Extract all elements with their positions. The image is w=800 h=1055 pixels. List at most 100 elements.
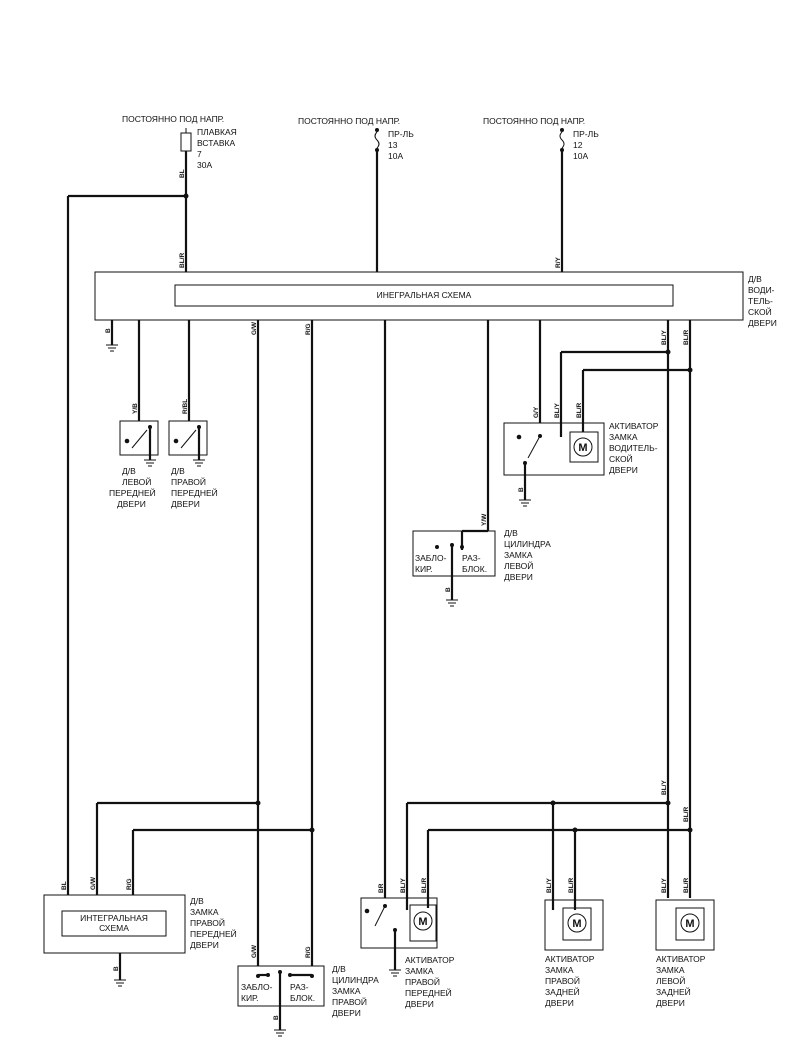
svg-text:Y/W: Y/W	[481, 513, 488, 526]
svg-text:B: B	[113, 966, 120, 971]
svg-text:10A: 10A	[573, 151, 588, 161]
svg-text:КИР.: КИР.	[241, 993, 259, 1003]
svg-text:Д/В: Д/В	[190, 896, 204, 906]
svg-text:13: 13	[388, 140, 398, 150]
ground-driver-unit: B	[105, 320, 118, 352]
supply-label-2: ПОСТОЯННО ПОД НАПР.	[298, 116, 400, 126]
svg-text:BL: BL	[61, 881, 68, 890]
svg-text:Д/В: Д/В	[504, 528, 518, 538]
svg-text:ЗАМКА: ЗАМКА	[190, 907, 219, 917]
svg-text:ПЛАВКАЯ: ПЛАВКАЯ	[197, 127, 237, 137]
left-rear-actuator: BL/Y BL/R M АКТИВАТОР ЗАМКА ЛЕВОЙ ЗАДНЕЙ…	[655, 878, 715, 1008]
svg-text:30A: 30A	[197, 160, 212, 170]
svg-text:B: B	[105, 328, 112, 333]
svg-text:BL/R: BL/R	[421, 878, 428, 893]
r-g-wire: R/G	[131, 320, 315, 975]
motor-icon: M	[418, 916, 427, 928]
svg-text:БЛОК.: БЛОК.	[462, 564, 487, 574]
right-rear-actuator: BL/Y BL/R M АКТИВАТОР ЗАМКА ПРАВОЙ ЗАДНЕ…	[544, 803, 604, 1008]
integral-circuit-small-label: ИНТЕГРАЛЬНАЯ	[80, 913, 148, 923]
svg-text:СКОЙ: СКОЙ	[609, 453, 633, 464]
svg-text:7: 7	[197, 149, 202, 159]
svg-text:R/Y: R/Y	[555, 257, 562, 269]
right-door-cylinder-switch: G/W R/G ЗАБЛО- КИР. РАЗ- БЛОК. B Д/В ЦИЛ…	[237, 944, 379, 1037]
svg-text:ВОДИ-: ВОДИ-	[748, 285, 775, 295]
svg-text:ЗАМКА: ЗАМКА	[405, 966, 434, 976]
svg-text:ЗАБЛО-: ЗАБЛО-	[415, 553, 447, 563]
svg-text:ПЕРЕДНЕЙ: ПЕРЕДНЕЙ	[190, 928, 237, 939]
driver-door-unit: ИНЕГРАЛЬНАЯ СХЕМА Д/В ВОДИ- ТЕЛЬ- СКОЙ Д…	[94, 271, 777, 328]
svg-text:ДВЕРИ: ДВЕРИ	[748, 318, 777, 328]
left-front-switch: Y/B Д/В ЛЕВОЙ ПЕРЕДНЕЙ ДВЕРИ	[109, 320, 159, 509]
driver-actuator-unit: G/Y B M BL/Y BL/R АКТИВАТОР ЗАМКА ВОДИТЕ…	[503, 320, 690, 507]
svg-text:АКТИВАТОР: АКТИВАТОР	[405, 955, 455, 965]
svg-text:R/G: R/G	[305, 946, 312, 958]
svg-text:ПР-ЛЬ: ПР-ЛЬ	[573, 129, 599, 139]
svg-text:РАЗ-: РАЗ-	[290, 982, 309, 992]
svg-text:Д/В: Д/В	[332, 964, 346, 974]
svg-text:БЛОК.: БЛОК.	[290, 993, 315, 1003]
svg-text:ПРАВОЙ: ПРАВОЙ	[405, 976, 440, 987]
svg-text:BL/R: BL/R	[683, 330, 690, 345]
motor-icon: M	[572, 918, 581, 930]
svg-text:ДВЕРИ: ДВЕРИ	[609, 465, 638, 475]
svg-text:B: B	[273, 1015, 280, 1020]
svg-text:АКТИВАТОР: АКТИВАТОР	[609, 421, 659, 431]
svg-text:АКТИВАТОР: АКТИВАТОР	[656, 954, 706, 964]
g-w-wire: G/W	[95, 320, 261, 975]
svg-text:ДВЕРИ: ДВЕРИ	[332, 1008, 361, 1018]
svg-text:G/W: G/W	[90, 876, 97, 890]
svg-text:BL/R: BL/R	[179, 253, 186, 268]
svg-text:BL/Y: BL/Y	[661, 878, 668, 893]
svg-text:Д/В: Д/В	[171, 466, 185, 476]
integral-circuit-label: ИНЕГРАЛЬНАЯ СХЕМА	[377, 290, 472, 300]
right-front-lock-unit: ИНТЕГРАЛЬНАЯ СХЕМА BL G/W R/G B Д/В ЗАМК…	[43, 876, 237, 987]
svg-text:BL/Y: BL/Y	[546, 878, 553, 893]
svg-text:ДВЕРИ: ДВЕРИ	[117, 499, 146, 509]
bl-y-bl-r-trunk: BL/Y BL/R BL/Y BL/R	[407, 320, 693, 898]
svg-text:ДВЕРИ: ДВЕРИ	[405, 999, 434, 1009]
svg-text:ЗАМКА: ЗАМКА	[656, 965, 685, 975]
svg-text:АКТИВАТОР: АКТИВАТОР	[545, 954, 595, 964]
svg-text:ПЕРЕДНЕЙ: ПЕРЕДНЕЙ	[405, 987, 452, 998]
left-door-cylinder-switch: ЗАБЛО- КИР. РАЗ- БЛОК. B Д/В ЦИЛИНДРА ЗА…	[412, 528, 551, 607]
supply-label-1: ПОСТОЯННО ПОД НАПР.	[122, 114, 224, 124]
svg-text:ПЕРЕДНЕЙ: ПЕРЕДНЕЙ	[171, 487, 218, 498]
svg-text:G/W: G/W	[251, 944, 258, 958]
svg-text:BL/R: BL/R	[683, 807, 690, 822]
svg-text:10A: 10A	[388, 151, 403, 161]
svg-text:ДВЕРИ: ДВЕРИ	[504, 572, 533, 582]
svg-text:ЛЕВОЙ: ЛЕВОЙ	[656, 975, 685, 986]
supply-label-3: ПОСТОЯННО ПОД НАПР.	[483, 116, 585, 126]
fuse-13: ПР-ЛЬ 13 10A	[374, 128, 414, 272]
svg-text:B: B	[445, 587, 452, 592]
svg-text:СХЕМА: СХЕМА	[99, 923, 129, 933]
svg-text:ДВЕРИ: ДВЕРИ	[171, 499, 200, 509]
svg-text:BL/R: BL/R	[576, 403, 583, 418]
svg-text:ЗАМКА: ЗАМКА	[504, 550, 533, 560]
svg-text:BL/Y: BL/Y	[661, 330, 668, 345]
svg-text:ЗАДНЕЙ: ЗАДНЕЙ	[656, 986, 691, 997]
svg-text:Y/B: Y/B	[132, 403, 139, 414]
svg-text:B: B	[518, 487, 525, 492]
svg-text:G/W: G/W	[251, 321, 258, 335]
svg-text:ЗАМКА: ЗАМКА	[332, 986, 361, 996]
svg-text:ЛЕВОЙ: ЛЕВОЙ	[122, 476, 151, 487]
svg-text:ПРАВОЙ: ПРАВОЙ	[545, 975, 580, 986]
svg-text:BL/Y: BL/Y	[554, 403, 561, 418]
svg-text:ВСТАВКА: ВСТАВКА	[197, 138, 235, 148]
svg-text:ПРАВОЙ: ПРАВОЙ	[171, 476, 206, 487]
svg-text:ЗАМКА: ЗАМКА	[609, 432, 638, 442]
svg-text:ДВЕРИ: ДВЕРИ	[545, 998, 574, 1008]
svg-text:ПРАВОЙ: ПРАВОЙ	[190, 917, 225, 928]
svg-text:G/Y: G/Y	[533, 406, 540, 418]
svg-text:R/G: R/G	[126, 878, 133, 890]
svg-text:ЗАМКА: ЗАМКА	[545, 965, 574, 975]
motor-icon: M	[578, 442, 587, 454]
fuse-12: ПР-ЛЬ 12 10A R/Y	[555, 128, 599, 272]
fusible-link-7: ПЛАВКАЯ ВСТАВКА 7 30A BL	[179, 127, 237, 196]
svg-text:ЦИЛИНДРА: ЦИЛИНДРА	[332, 975, 379, 985]
svg-text:РАЗ-: РАЗ-	[462, 553, 481, 563]
svg-text:12: 12	[573, 140, 583, 150]
